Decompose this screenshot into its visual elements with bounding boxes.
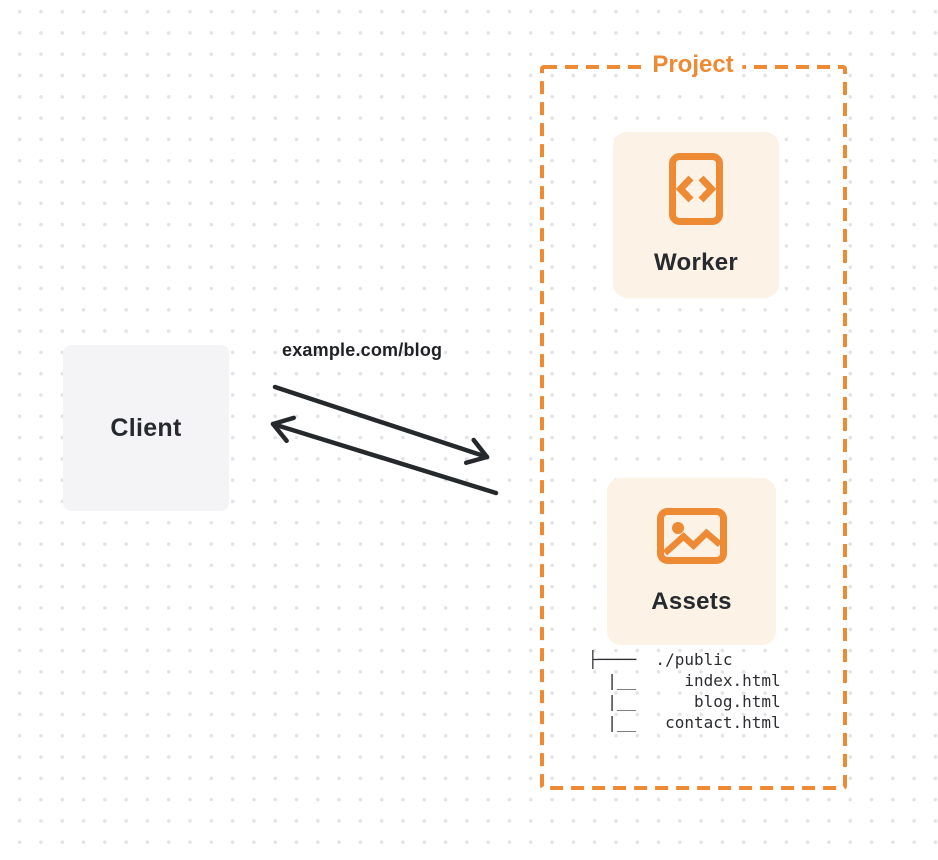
code-document-icon [669, 153, 723, 225]
assets-label: Assets [651, 587, 732, 615]
assets-node: Assets [607, 478, 776, 645]
worker-label: Worker [653, 249, 739, 276]
worker-node: Worker [613, 132, 779, 298]
assets-file-tree: ├──── ./public |__ index.html |__ blog.h… [588, 650, 781, 732]
project-label: Project [643, 51, 743, 79]
image-icon [656, 507, 727, 564]
request-url-label: example.com/blog [282, 340, 443, 360]
arrow-client-to-project [272, 384, 490, 466]
arrow-project-to-client [270, 415, 499, 496]
client-node: Client [63, 345, 229, 511]
client-label: Client [110, 413, 182, 442]
request-response-arrows [270, 384, 499, 496]
